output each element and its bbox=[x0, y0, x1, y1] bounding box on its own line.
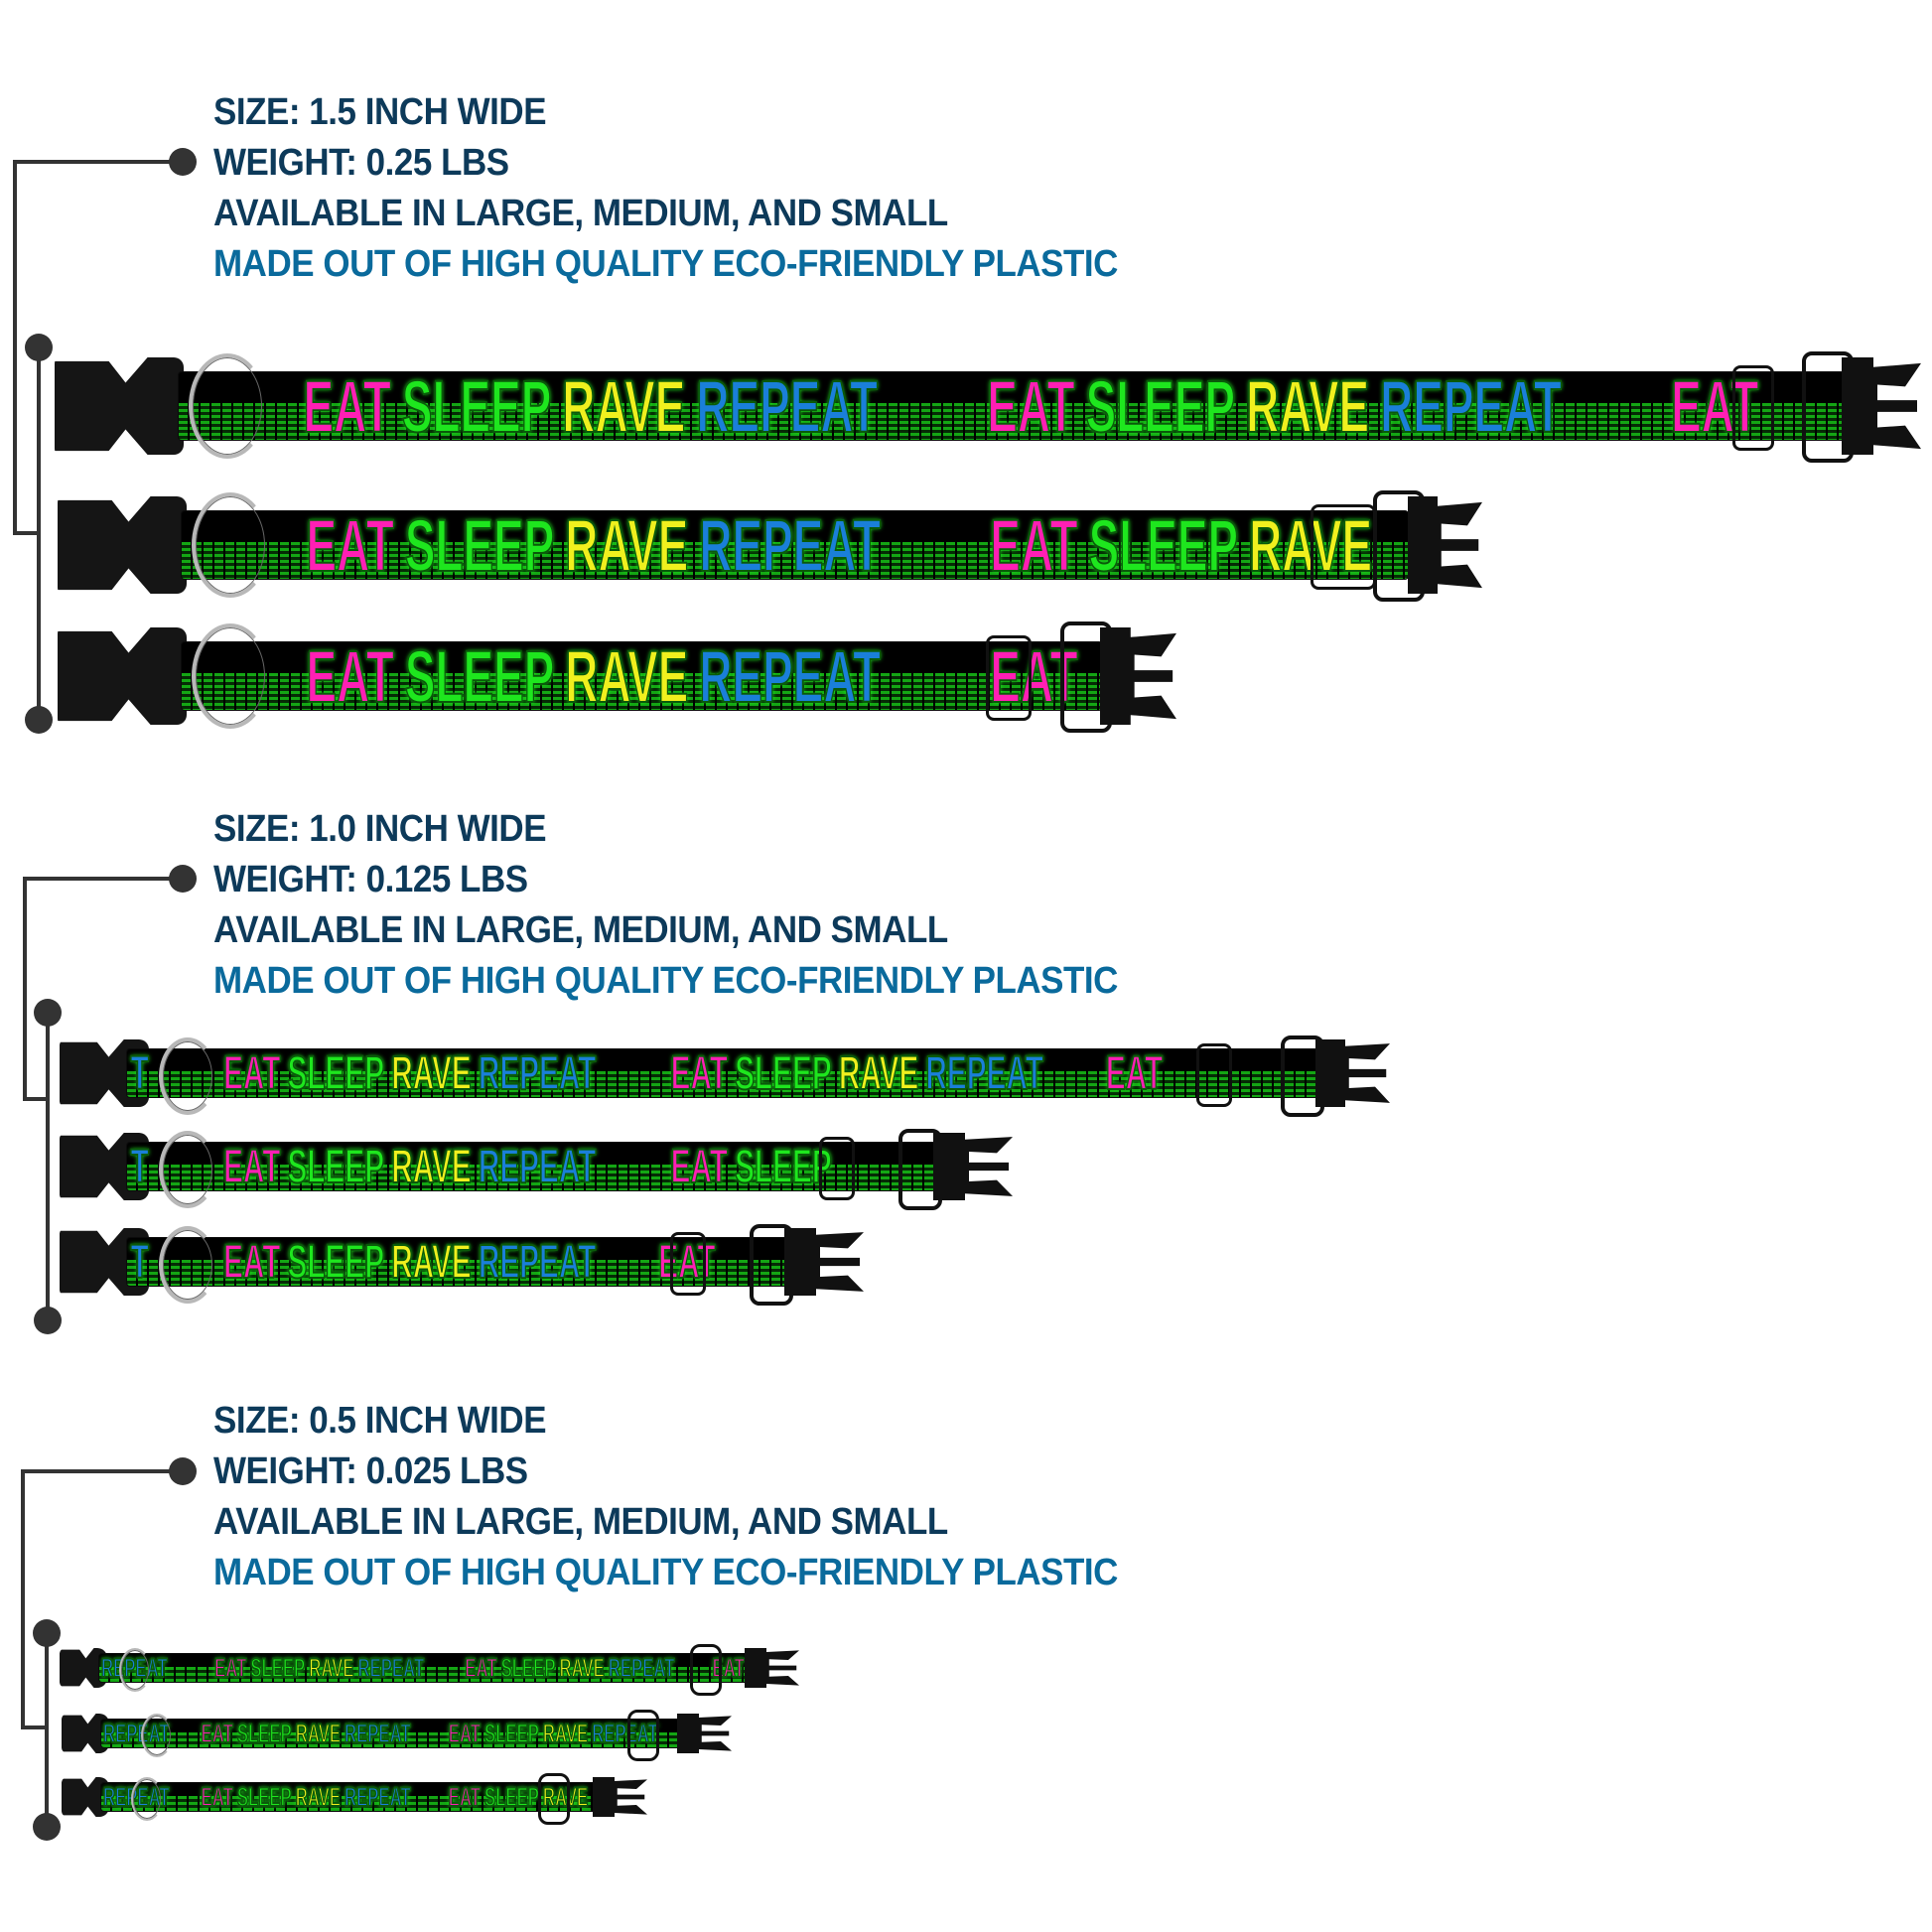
tri-glide-slider-icon bbox=[690, 1644, 722, 1696]
collar-large: REPEAT EAT SLEEP RAVE REPEAT EAT SLEEP R… bbox=[60, 1644, 799, 1696]
strap-keeper-icon bbox=[1311, 504, 1376, 590]
equalizer-pattern bbox=[127, 1164, 953, 1190]
equalizer-pattern bbox=[179, 402, 1847, 441]
collar-small: EAT SLEEP RAVE REPEAT EAT bbox=[58, 621, 1176, 733]
collar-medium: T EAT SLEEP RAVE REPEAT EAT SLEEP bbox=[60, 1129, 1013, 1210]
d-ring-icon bbox=[159, 1037, 216, 1115]
collar-medium: EAT SLEEP RAVE REPEAT EAT SLEEP RAVE bbox=[58, 490, 1482, 602]
connector-line bbox=[21, 1469, 25, 1729]
material-label: MADE OUT OF HIGH QUALITY ECO-FRIENDLY PL… bbox=[213, 1552, 1118, 1593]
collar-strap: EAT SLEEP RAVE REPEAT EAT SLEEP RAVE REP… bbox=[179, 371, 1847, 441]
collar-strap: T EAT SLEEP RAVE REPEAT EAT SLEEP bbox=[127, 1143, 953, 1190]
d-ring-icon bbox=[141, 1714, 173, 1757]
connector-line bbox=[13, 160, 17, 535]
tri-glide-slider-icon bbox=[538, 1773, 570, 1825]
pattern-text: REPEAT EAT SLEEP RAVE REPEAT EAT SLEEP R… bbox=[102, 1720, 658, 1747]
collar-large: T EAT SLEEP RAVE REPEAT EAT SLEEP RAVE R… bbox=[60, 1035, 1390, 1117]
availability-label: AVAILABLE IN LARGE, MEDIUM, AND SMALL bbox=[213, 1501, 948, 1543]
material-label: MADE OUT OF HIGH QUALITY ECO-FRIENDLY PL… bbox=[213, 243, 1118, 285]
pattern-text: T EAT SLEEP RAVE REPEAT EAT SLEEP RAVE R… bbox=[130, 1049, 1164, 1097]
availability-label: AVAILABLE IN LARGE, MEDIUM, AND SMALL bbox=[213, 193, 948, 234]
pattern-text: REPEAT EAT SLEEP RAVE REPEAT EAT SLEEP R… bbox=[100, 1654, 745, 1682]
connector-line bbox=[15, 160, 174, 164]
strap-keeper-icon bbox=[670, 1232, 706, 1296]
d-ring-icon bbox=[192, 492, 269, 598]
pattern-text: T EAT SLEEP RAVE REPEAT EAT SLEEP bbox=[130, 1143, 832, 1190]
d-ring-icon bbox=[159, 1226, 216, 1304]
strap-keeper-icon bbox=[986, 635, 1032, 721]
collar-strap: REPEAT EAT SLEEP RAVE REPEAT EAT SLEEP R… bbox=[101, 1720, 692, 1747]
male-buckle-icon bbox=[1315, 1039, 1390, 1107]
spec-text-block: SIZE: 1.5 INCH WIDE WEIGHT: 0.25 LBS AVA… bbox=[213, 87, 1196, 290]
spec-text-block: SIZE: 1.0 INCH WIDE WEIGHT: 0.125 LBS AV… bbox=[213, 804, 1196, 1007]
pattern-text: EAT SLEEP RAVE REPEAT EAT SLEEP RAVE bbox=[306, 510, 1373, 580]
bracket-dot-icon bbox=[25, 706, 53, 734]
pattern-text: T EAT SLEEP RAVE REPEAT EAT bbox=[130, 1238, 716, 1286]
equalizer-pattern bbox=[101, 1731, 692, 1747]
bracket-line bbox=[45, 1633, 49, 1827]
strap-keeper-icon bbox=[1732, 365, 1774, 451]
equalizer-pattern bbox=[101, 1795, 608, 1811]
collar-small: REPEAT EAT SLEEP RAVE REPEAT EAT SLEEP R… bbox=[62, 1773, 647, 1825]
strap-keeper-icon bbox=[819, 1137, 855, 1200]
equalizer-pattern bbox=[127, 1259, 804, 1286]
male-buckle-icon bbox=[784, 1228, 864, 1296]
d-ring-icon bbox=[159, 1131, 216, 1208]
collar-medium: REPEAT EAT SLEEP RAVE REPEAT EAT SLEEP R… bbox=[62, 1710, 732, 1761]
collar-strap: REPEAT EAT SLEEP RAVE REPEAT EAT SLEEP R… bbox=[101, 1783, 608, 1811]
male-buckle-icon bbox=[677, 1714, 732, 1753]
bracket-dot-icon bbox=[34, 1307, 62, 1334]
collar-strap: REPEAT EAT SLEEP RAVE REPEAT EAT SLEEP R… bbox=[99, 1654, 759, 1682]
connector-line bbox=[25, 877, 174, 881]
collar-strap: T EAT SLEEP RAVE REPEAT EAT bbox=[127, 1238, 804, 1286]
size-label: SIZE: 0.5 INCH WIDE bbox=[213, 1400, 547, 1442]
spec-text-block: SIZE: 0.5 INCH WIDE WEIGHT: 0.025 LBS AV… bbox=[213, 1396, 1196, 1598]
weight-label: WEIGHT: 0.025 LBS bbox=[213, 1450, 528, 1492]
connector-line bbox=[21, 1725, 48, 1729]
weight-label: WEIGHT: 0.25 LBS bbox=[213, 142, 509, 184]
bracket-dot-icon bbox=[33, 1813, 61, 1841]
male-buckle-icon bbox=[1408, 496, 1482, 594]
d-ring-icon bbox=[119, 1648, 151, 1692]
pattern-text: EAT SLEEP RAVE REPEAT EAT SLEEP RAVE REP… bbox=[303, 371, 1759, 441]
collar-strap: EAT SLEEP RAVE REPEAT EAT SLEEP RAVE bbox=[182, 510, 1408, 580]
equalizer-pattern bbox=[99, 1666, 759, 1682]
equalizer-pattern bbox=[182, 672, 1102, 711]
male-buckle-icon bbox=[1842, 357, 1921, 455]
connector-line bbox=[23, 877, 27, 1101]
bracket-dot-icon bbox=[34, 999, 62, 1027]
d-ring-icon bbox=[192, 623, 269, 729]
equalizer-pattern bbox=[127, 1070, 1330, 1097]
connector-line bbox=[23, 1469, 174, 1473]
connector-line bbox=[13, 531, 40, 535]
bracket-line bbox=[37, 347, 41, 720]
female-buckle-icon bbox=[58, 627, 187, 725]
male-buckle-icon bbox=[593, 1777, 647, 1817]
female-buckle-icon bbox=[55, 357, 184, 455]
bracket-dot-icon bbox=[25, 334, 53, 361]
strap-keeper-icon bbox=[1196, 1043, 1232, 1107]
female-buckle-icon bbox=[58, 496, 187, 594]
equalizer-pattern bbox=[182, 541, 1408, 580]
d-ring-icon bbox=[189, 353, 266, 459]
bracket-dot-icon bbox=[33, 1619, 61, 1647]
collar-small: T EAT SLEEP RAVE REPEAT EAT bbox=[60, 1224, 864, 1306]
availability-label: AVAILABLE IN LARGE, MEDIUM, AND SMALL bbox=[213, 909, 948, 951]
pattern-text: EAT SLEEP RAVE REPEAT EAT bbox=[306, 641, 1078, 711]
male-buckle-icon bbox=[1100, 627, 1176, 725]
collar-strap: T EAT SLEEP RAVE REPEAT EAT SLEEP RAVE R… bbox=[127, 1049, 1330, 1097]
d-ring-icon bbox=[131, 1777, 163, 1821]
collar-large: EAT SLEEP RAVE REPEAT EAT SLEEP RAVE REP… bbox=[55, 351, 1921, 463]
size-label: SIZE: 1.5 INCH WIDE bbox=[213, 91, 547, 133]
collar-strap: EAT SLEEP RAVE REPEAT EAT bbox=[182, 641, 1102, 711]
male-buckle-icon bbox=[745, 1648, 799, 1688]
tri-glide-slider-icon bbox=[627, 1710, 659, 1761]
size-label: SIZE: 1.0 INCH WIDE bbox=[213, 808, 547, 850]
connector-line bbox=[23, 1097, 49, 1101]
pattern-text: REPEAT EAT SLEEP RAVE REPEAT EAT SLEEP R… bbox=[102, 1783, 589, 1811]
weight-label: WEIGHT: 0.125 LBS bbox=[213, 859, 528, 900]
male-buckle-icon bbox=[933, 1133, 1013, 1200]
bracket-line bbox=[46, 1013, 50, 1320]
material-label: MADE OUT OF HIGH QUALITY ECO-FRIENDLY PL… bbox=[213, 960, 1118, 1002]
